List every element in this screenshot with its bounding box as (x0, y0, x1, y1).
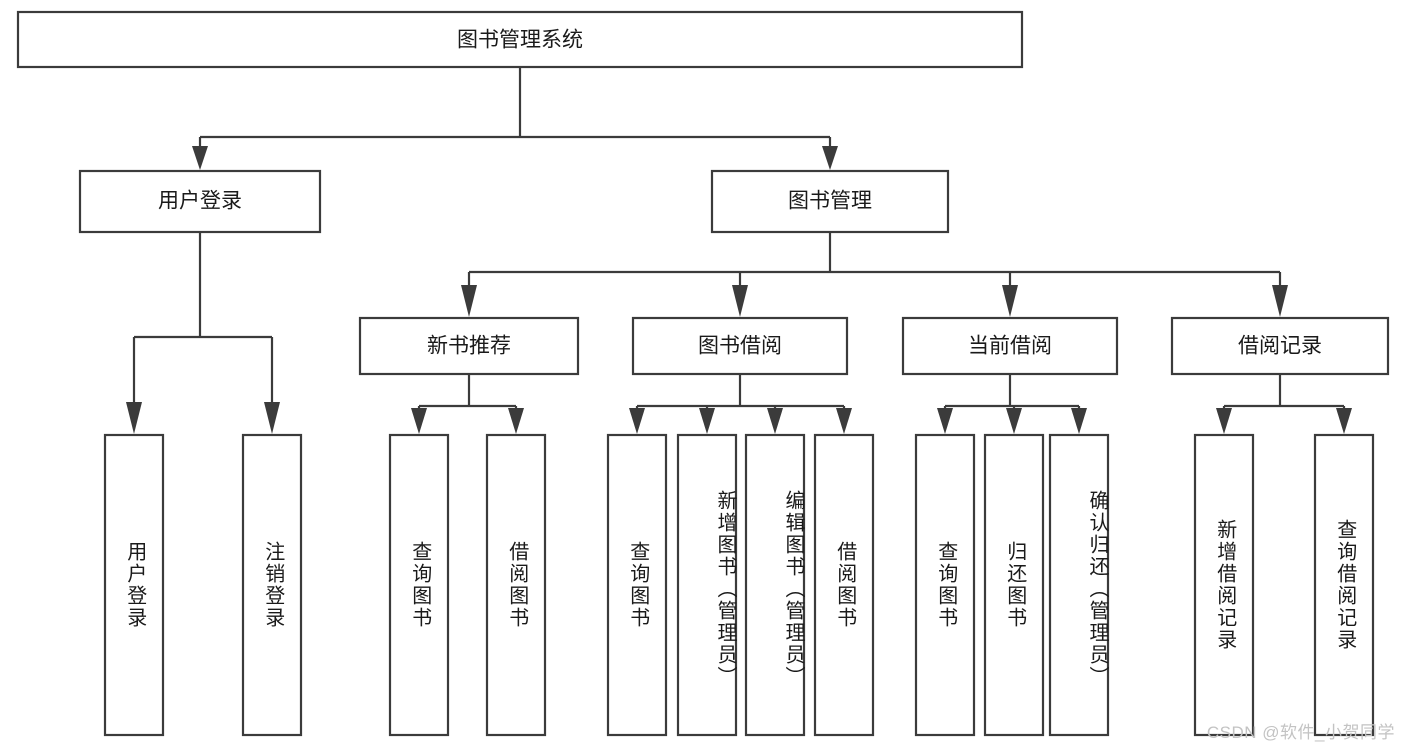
node-borrow-records-box (1170, 316, 1390, 376)
leaf-box-borrow-book-2[interactable] (813, 433, 875, 737)
leaf-box-confirm-return-admin[interactable] (1048, 433, 1110, 737)
leaf-box-edit-book-admin[interactable] (744, 433, 806, 737)
arrow-head-to-query-book-2 (629, 408, 645, 434)
node-borrow-records-label: 借阅记录 (1238, 335, 1322, 358)
leaf-box-query-book-2[interactable] (606, 433, 668, 737)
arrow-head-to-add-book-admin (699, 408, 715, 434)
arrow-head-to-borrow-book-2 (836, 408, 852, 434)
node-current-borrow-box (901, 316, 1119, 376)
arrow-head-to-borrow-book-1 (508, 408, 524, 434)
node-book-management[interactable]: 图书管理 (710, 169, 950, 234)
node-current-borrow[interactable]: 当前借阅 (901, 316, 1119, 376)
node-root-label: 图书管理系统 (457, 29, 583, 52)
watermark-text: CSDN @软件_小贺同学 (1206, 723, 1395, 742)
arrow-head-to-book-management (822, 146, 838, 170)
leaf-box-add-book-admin[interactable] (676, 433, 738, 737)
leaf-box-query-book-1[interactable] (388, 433, 450, 737)
leaf-box-query-book-3[interactable] (914, 433, 976, 737)
node-book-management-label: 图书管理 (788, 190, 872, 213)
arrow-head-to-book-borrow (732, 285, 748, 317)
arrow-head-to-edit-book-admin (767, 408, 783, 434)
leaf-box-add-borrow-record[interactable] (1193, 433, 1255, 737)
leaf-box-return-book[interactable] (983, 433, 1045, 737)
arrow-head-to-query-book-1 (411, 408, 427, 434)
arrow-head-to-confirm-return-admin (1071, 408, 1087, 434)
arrow-head-to-query-borrow-record (1336, 408, 1352, 434)
node-book-borrow[interactable]: 图书借阅 (631, 316, 849, 376)
arrow-head-to-user-login-do (126, 402, 142, 434)
node-book-borrow-box (631, 316, 849, 376)
node-borrow-records[interactable]: 借阅记录 (1170, 316, 1390, 376)
node-user-login[interactable]: 用户登录 (78, 169, 322, 234)
node-root-box (16, 10, 1024, 69)
node-book-management-box (710, 169, 950, 234)
node-new-book-recommend-box (358, 316, 580, 376)
arrow-head-to-query-book-3 (937, 408, 953, 434)
node-book-borrow-label: 图书借阅 (698, 335, 782, 358)
node-root[interactable]: 图书管理系统 (16, 10, 1024, 69)
node-current-borrow-label: 当前借阅 (968, 335, 1052, 358)
leaf-box-borrow-book-1[interactable] (485, 433, 547, 737)
arrow-head-to-borrow-records (1272, 285, 1288, 317)
node-new-book-recommend-label: 新书推荐 (427, 335, 511, 358)
arrow-head-to-add-borrow-record (1216, 408, 1232, 434)
leaf-box-user-logout[interactable] (241, 433, 303, 737)
leaf-box-query-borrow-record[interactable] (1313, 433, 1375, 737)
arrow-head-to-return-book (1006, 408, 1022, 434)
arrow-head-to-user-logout (264, 402, 280, 434)
arrow-head-to-new-book-recommend (461, 285, 477, 317)
node-user-login-label: 用户登录 (158, 190, 242, 213)
node-new-book-recommend[interactable]: 新书推荐 (358, 316, 580, 376)
leaf-box-user-login-do[interactable] (103, 433, 165, 737)
arrow-head-to-user-login (192, 146, 208, 170)
arrow-head-to-current-borrow (1002, 285, 1018, 317)
